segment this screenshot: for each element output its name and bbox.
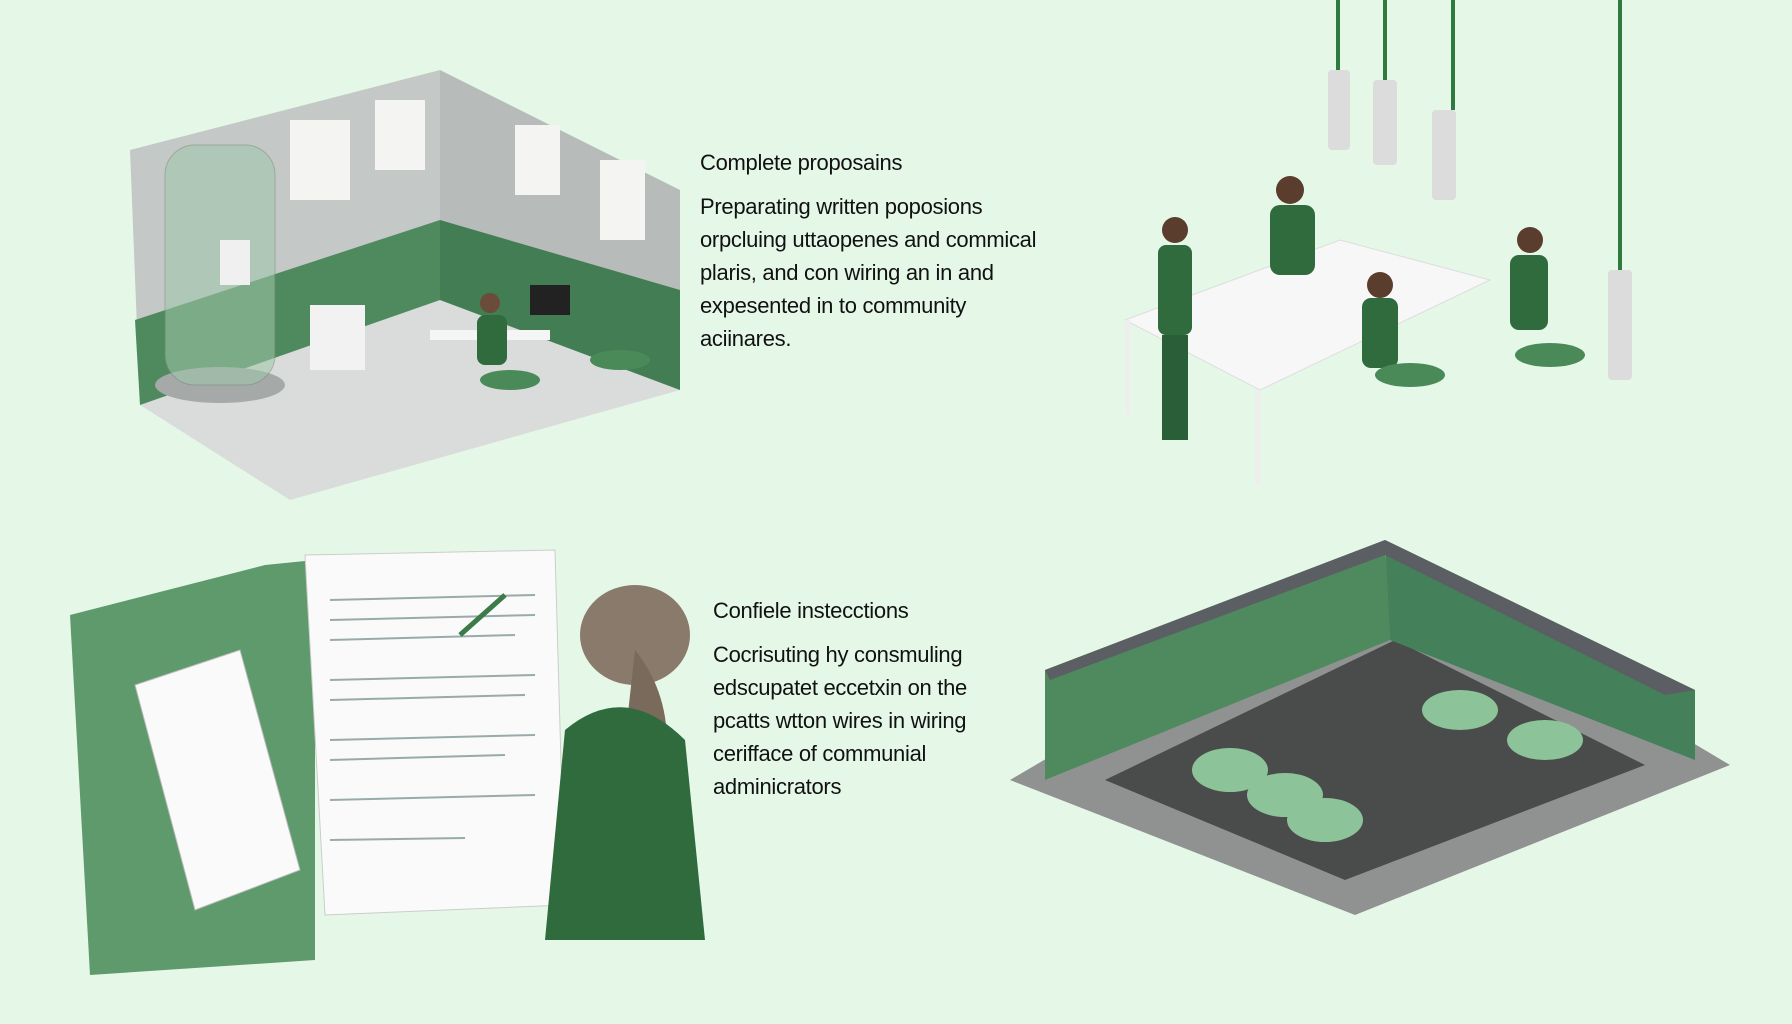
meeting-illustration [1123, 0, 1632, 485]
office-room-illustration [130, 70, 680, 500]
body-line: edscupatet eccetxin on the [713, 675, 967, 700]
document-page [304, 549, 566, 916]
inspections-heading: Confiele instecctions [713, 598, 909, 623]
body-line: pcatts wtton wires in wiring [713, 708, 967, 733]
wall-document [290, 120, 350, 200]
small-document [134, 649, 301, 911]
body-line: aciinares. [700, 326, 792, 351]
person-body [477, 315, 507, 365]
person-standing [1158, 217, 1192, 440]
chair [590, 350, 650, 370]
person-seated [1510, 227, 1548, 330]
charger-unit [220, 240, 250, 285]
room-floor [140, 300, 680, 500]
hanging-probe [1328, 70, 1350, 150]
hanging-probe [1432, 110, 1456, 200]
inspections-section: Confiele instecctions Cocrisuting hy con… [713, 598, 967, 803]
inspections-body: Cocrisuting hy consmuling edscupatet ecc… [713, 638, 967, 803]
body-line: expesented in to community [700, 293, 967, 318]
table-leg [1255, 390, 1261, 485]
wall-document [375, 100, 425, 170]
parking-asphalt [1105, 640, 1645, 880]
body-line: orpcluing uttaopenes and commical [700, 227, 1037, 252]
body-line: Cocrisuting hy consmuling [713, 642, 963, 667]
wall-document [600, 160, 645, 240]
person-leaning [1270, 176, 1315, 275]
parking-building-illustration [1010, 540, 1730, 915]
table-leg [1125, 320, 1130, 415]
body-line: plaris, and con wiring an in and [700, 260, 994, 285]
meeting-table [1123, 239, 1492, 391]
chair [480, 370, 540, 390]
chair [1375, 363, 1445, 387]
proposals-section: Complete proposains Preparating written … [700, 150, 1037, 355]
proposals-body: Preparating written poposions orpcluing … [700, 190, 1037, 355]
cabinet [310, 305, 365, 370]
body-line: cerifface of communial [713, 741, 927, 766]
document-review-illustration [70, 549, 705, 975]
parked-cars [1192, 690, 1583, 842]
person-seated [1362, 272, 1398, 368]
body-line: Preparating written poposions [700, 194, 983, 219]
person-head [480, 293, 500, 313]
woman-reviewer [545, 585, 705, 940]
document-text-lines [329, 594, 536, 841]
hanging-probe [1608, 270, 1632, 380]
laptop [530, 285, 570, 315]
proposals-heading: Complete proposains [700, 150, 903, 175]
pen [458, 593, 507, 637]
body-line: adminicrators [713, 774, 842, 799]
building-right-wing [1385, 540, 1695, 760]
hanging-probe [1373, 80, 1397, 165]
wall-document [515, 125, 560, 195]
building-left-wing [1045, 540, 1390, 780]
chair [1515, 343, 1585, 367]
